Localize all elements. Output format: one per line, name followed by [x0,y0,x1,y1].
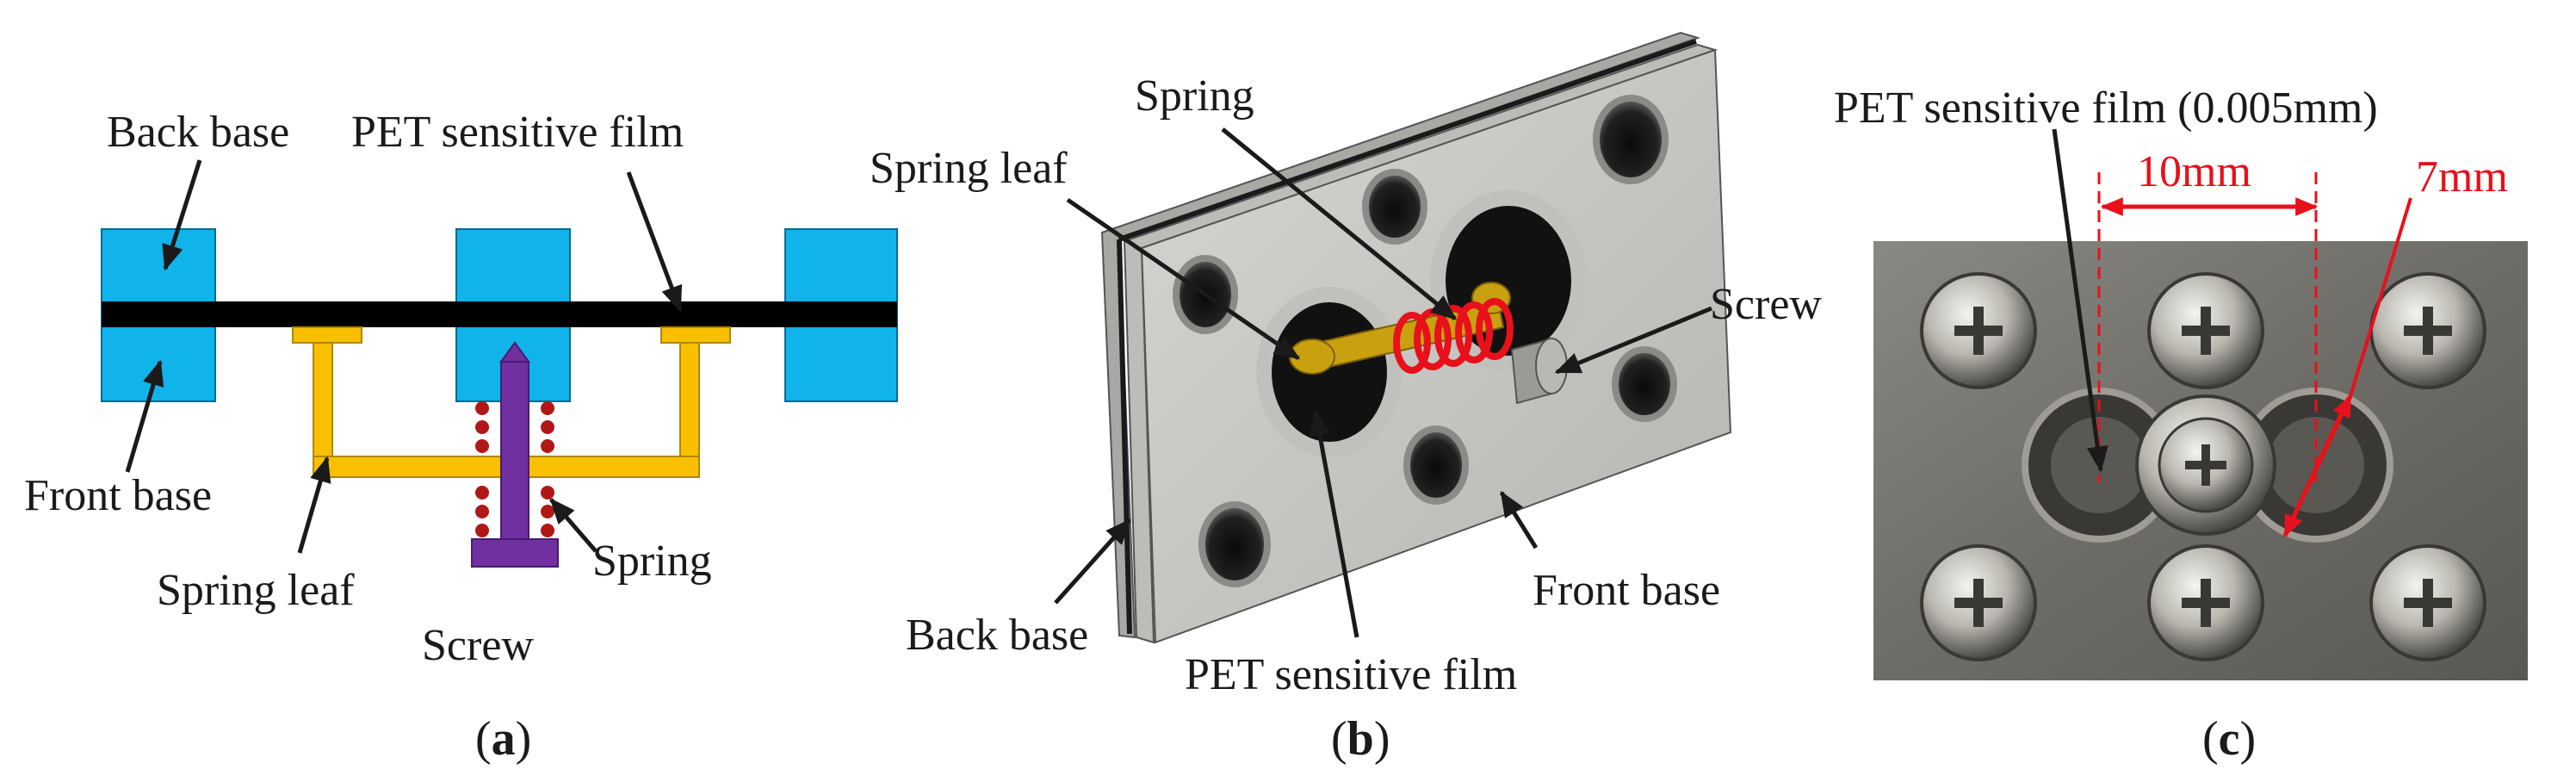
pet-film-leader-c [2052,128,2108,473]
screw-3d [1510,338,1568,405]
panel-b: Spring Spring leaf Screw Back base Front… [870,31,1822,766]
caption-b: (b) [1331,712,1390,766]
label-back-base-b: Back base [906,611,1088,660]
plate-holes [1173,95,1677,587]
label-front-base-a: Front base [24,471,212,520]
label-front-base-b: Front base [1533,566,1720,615]
label-spring-leaf-a: Spring leaf [157,566,355,615]
label-screw-a: Screw [422,621,534,670]
dimension-markup [2097,172,2412,537]
label-pet-film-b: PET sensitive film [1185,650,1517,699]
label-pet-film-c: PET sensitive film (0.005mm) [1834,84,2378,133]
label-back-base-a: Back base [107,108,289,157]
spring-coils [475,401,554,537]
photo-screws [1920,272,2486,661]
panel-b-leaders [1054,127,1712,638]
screw-shape [471,341,559,568]
label-dim-width: 10mm [2137,147,2251,196]
label-spring-leaf-b: Spring leaf [870,144,1068,193]
caption-c: (c) [2202,712,2256,766]
label-spring-b: Spring [1135,71,1254,121]
big-hole-left [1256,287,1403,457]
caption-a: (a) [475,712,531,766]
panel-a-leaders [125,159,683,554]
panel-a: Back base PET sensitive film Front base … [24,108,898,766]
label-pet-film-a: PET sensitive film [351,108,684,157]
pet-film-bar [102,301,897,327]
panel-c: PET sensitive film (0.005mm) 10mm 7mm (c… [1834,84,2528,766]
label-dim-diameter: 7mm [2416,152,2508,202]
label-screw-b: Screw [1710,280,1822,329]
label-spring-a: Spring [592,537,712,586]
